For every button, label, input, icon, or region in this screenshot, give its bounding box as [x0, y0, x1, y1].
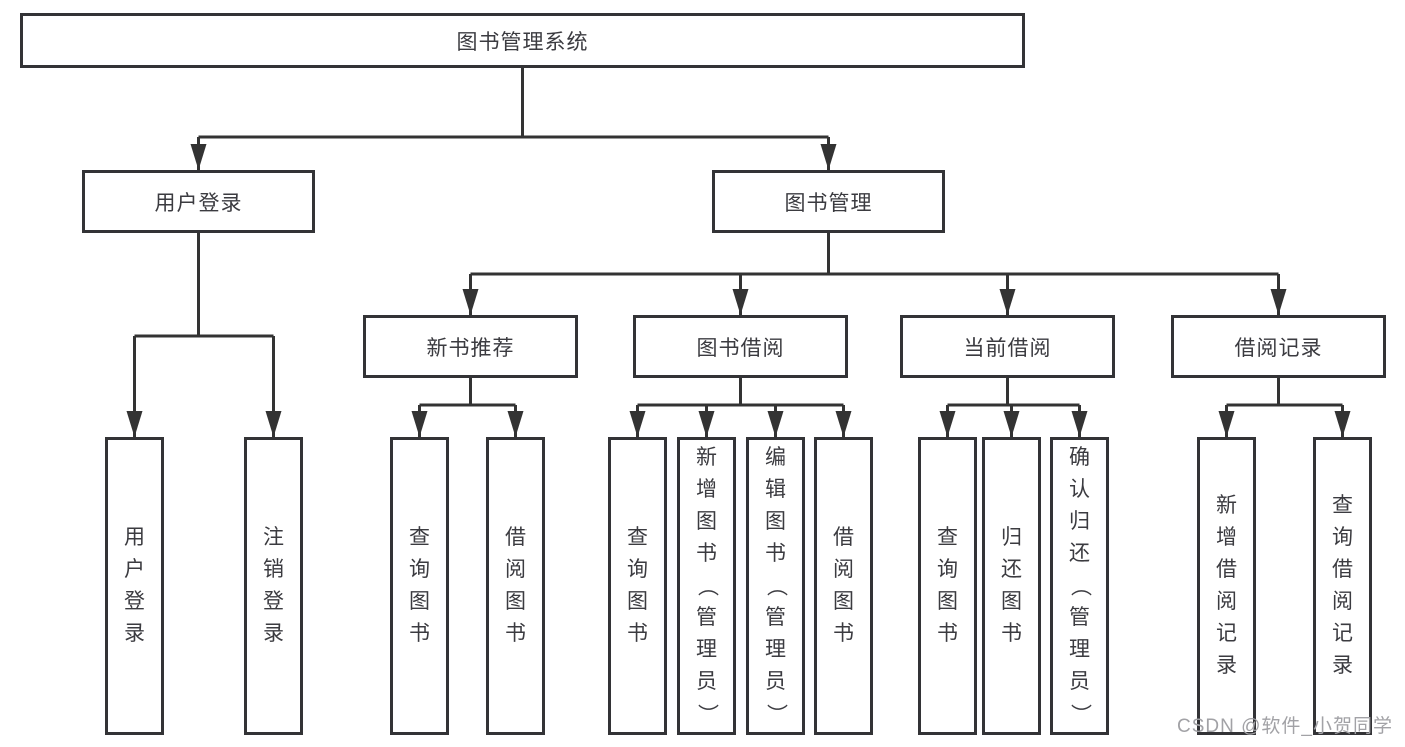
leaf-query-books-recommend: 查询图书 — [390, 437, 449, 735]
edge-recommend-children — [411, 378, 524, 437]
node-user-login: 用户登录 — [82, 170, 315, 233]
node-borrow-records: 借阅记录 — [1171, 315, 1386, 378]
node-label: 图书借阅 — [696, 336, 785, 360]
node-current-borrow: 当前借阅 — [900, 315, 1115, 378]
leaf-logout: 注销登录 — [244, 437, 303, 735]
leaf-label: 新增图书（管理员） — [695, 446, 719, 725]
leaf-confirm-return-admin: 确认归还（管理员） — [1050, 437, 1109, 735]
edge-current-children — [939, 378, 1088, 437]
leaf-label: 用户登录 — [124, 526, 145, 645]
leaf-label: 归还图书 — [1001, 526, 1022, 645]
node-new-book-recommend: 新书推荐 — [363, 315, 578, 378]
leaf-user-login: 用户登录 — [105, 437, 164, 735]
leaf-label: 新增借阅记录 — [1216, 494, 1237, 677]
leaf-edit-book-admin: 编辑图书（管理员） — [746, 437, 805, 735]
leaf-label: 编辑图书（管理员） — [764, 446, 788, 725]
leaf-label: 借阅图书 — [833, 526, 854, 645]
node-root-label: 图书管理系统 — [456, 30, 589, 54]
leaf-borrow-books-recommend: 借阅图书 — [486, 437, 545, 735]
leaf-label: 查询图书 — [409, 526, 430, 645]
leaf-label: 查询借阅记录 — [1332, 494, 1353, 677]
leaf-label: 查询图书 — [937, 526, 958, 645]
edge-book-mgmt-to-level3 — [462, 233, 1287, 315]
edge-root-to-level2 — [190, 68, 837, 170]
leaf-label: 确认归还（管理员） — [1068, 446, 1092, 725]
leaf-query-books-current: 查询图书 — [918, 437, 977, 735]
node-book-borrow: 图书借阅 — [633, 315, 848, 378]
node-label: 当前借阅 — [963, 336, 1052, 360]
csdn-watermark: CSDN @软件_小贺同学 — [1177, 716, 1393, 737]
leaf-add-borrow-record: 新增借阅记录 — [1197, 437, 1256, 735]
node-book-management: 图书管理 — [712, 170, 945, 233]
edge-user-login-children — [126, 233, 282, 437]
leaf-label: 查询图书 — [627, 526, 648, 645]
leaf-return-books: 归还图书 — [982, 437, 1041, 735]
leaf-query-borrow-record: 查询借阅记录 — [1313, 437, 1372, 735]
node-label: 新书推荐 — [426, 336, 515, 360]
leaf-add-book-admin: 新增图书（管理员） — [677, 437, 736, 735]
node-root: 图书管理系统 — [20, 13, 1025, 68]
leaf-query-books-borrow: 查询图书 — [608, 437, 667, 735]
node-label: 借阅记录 — [1234, 336, 1323, 360]
edge-borrow-children — [629, 378, 852, 437]
edge-records-children — [1218, 378, 1351, 437]
leaf-label: 借阅图书 — [505, 526, 526, 645]
leaf-label: 注销登录 — [263, 526, 284, 645]
node-label: 用户登录 — [154, 191, 243, 215]
leaf-borrow-books-borrow: 借阅图书 — [814, 437, 873, 735]
node-label: 图书管理 — [784, 191, 873, 215]
